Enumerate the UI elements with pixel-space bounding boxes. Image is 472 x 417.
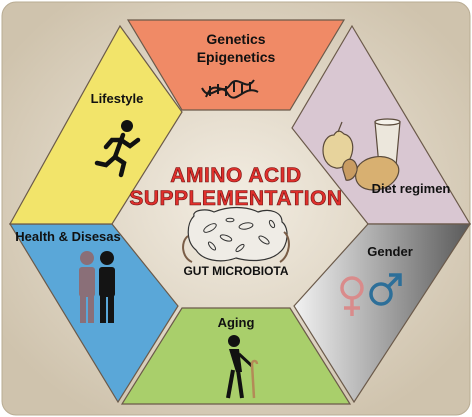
genetics-label-line1: Genetics (206, 31, 265, 47)
diet-segment: Diet regimen (291, 24, 472, 225)
lifestyle-label: Lifestyle (91, 91, 144, 106)
gender-segment: Gender (293, 223, 472, 404)
center-subtitle: GUT MICROBIOTA (183, 264, 288, 278)
running-person-icon (94, 120, 141, 178)
gut-microbiota-illustration (182, 206, 290, 263)
aging-label: Aging (218, 315, 255, 330)
lifestyle-segment: Lifestyle (8, 24, 183, 225)
center-title-line2: SUPPLEMENTATION (129, 187, 342, 210)
gender-label: Gender (367, 244, 413, 259)
center-title-line1: AMINO ACID (170, 164, 301, 187)
genetics-segment: Genetics Epigenetics (126, 19, 346, 111)
two-people-icon (79, 251, 115, 323)
gender-symbols-icon (340, 273, 402, 316)
dna-helix-icon (201, 79, 259, 99)
health-label: Health & Disesas (15, 229, 121, 244)
genetics-label-line2: Epigenetics (197, 49, 276, 65)
elderly-person-icon (226, 335, 259, 399)
food-glass-icon (322, 118, 401, 191)
center-area: AMINO ACID SUPPLEMENTATION GUT MICROBIOT… (129, 164, 342, 278)
aging-segment: Aging (120, 307, 352, 405)
diet-label: Diet regimen (372, 181, 451, 196)
